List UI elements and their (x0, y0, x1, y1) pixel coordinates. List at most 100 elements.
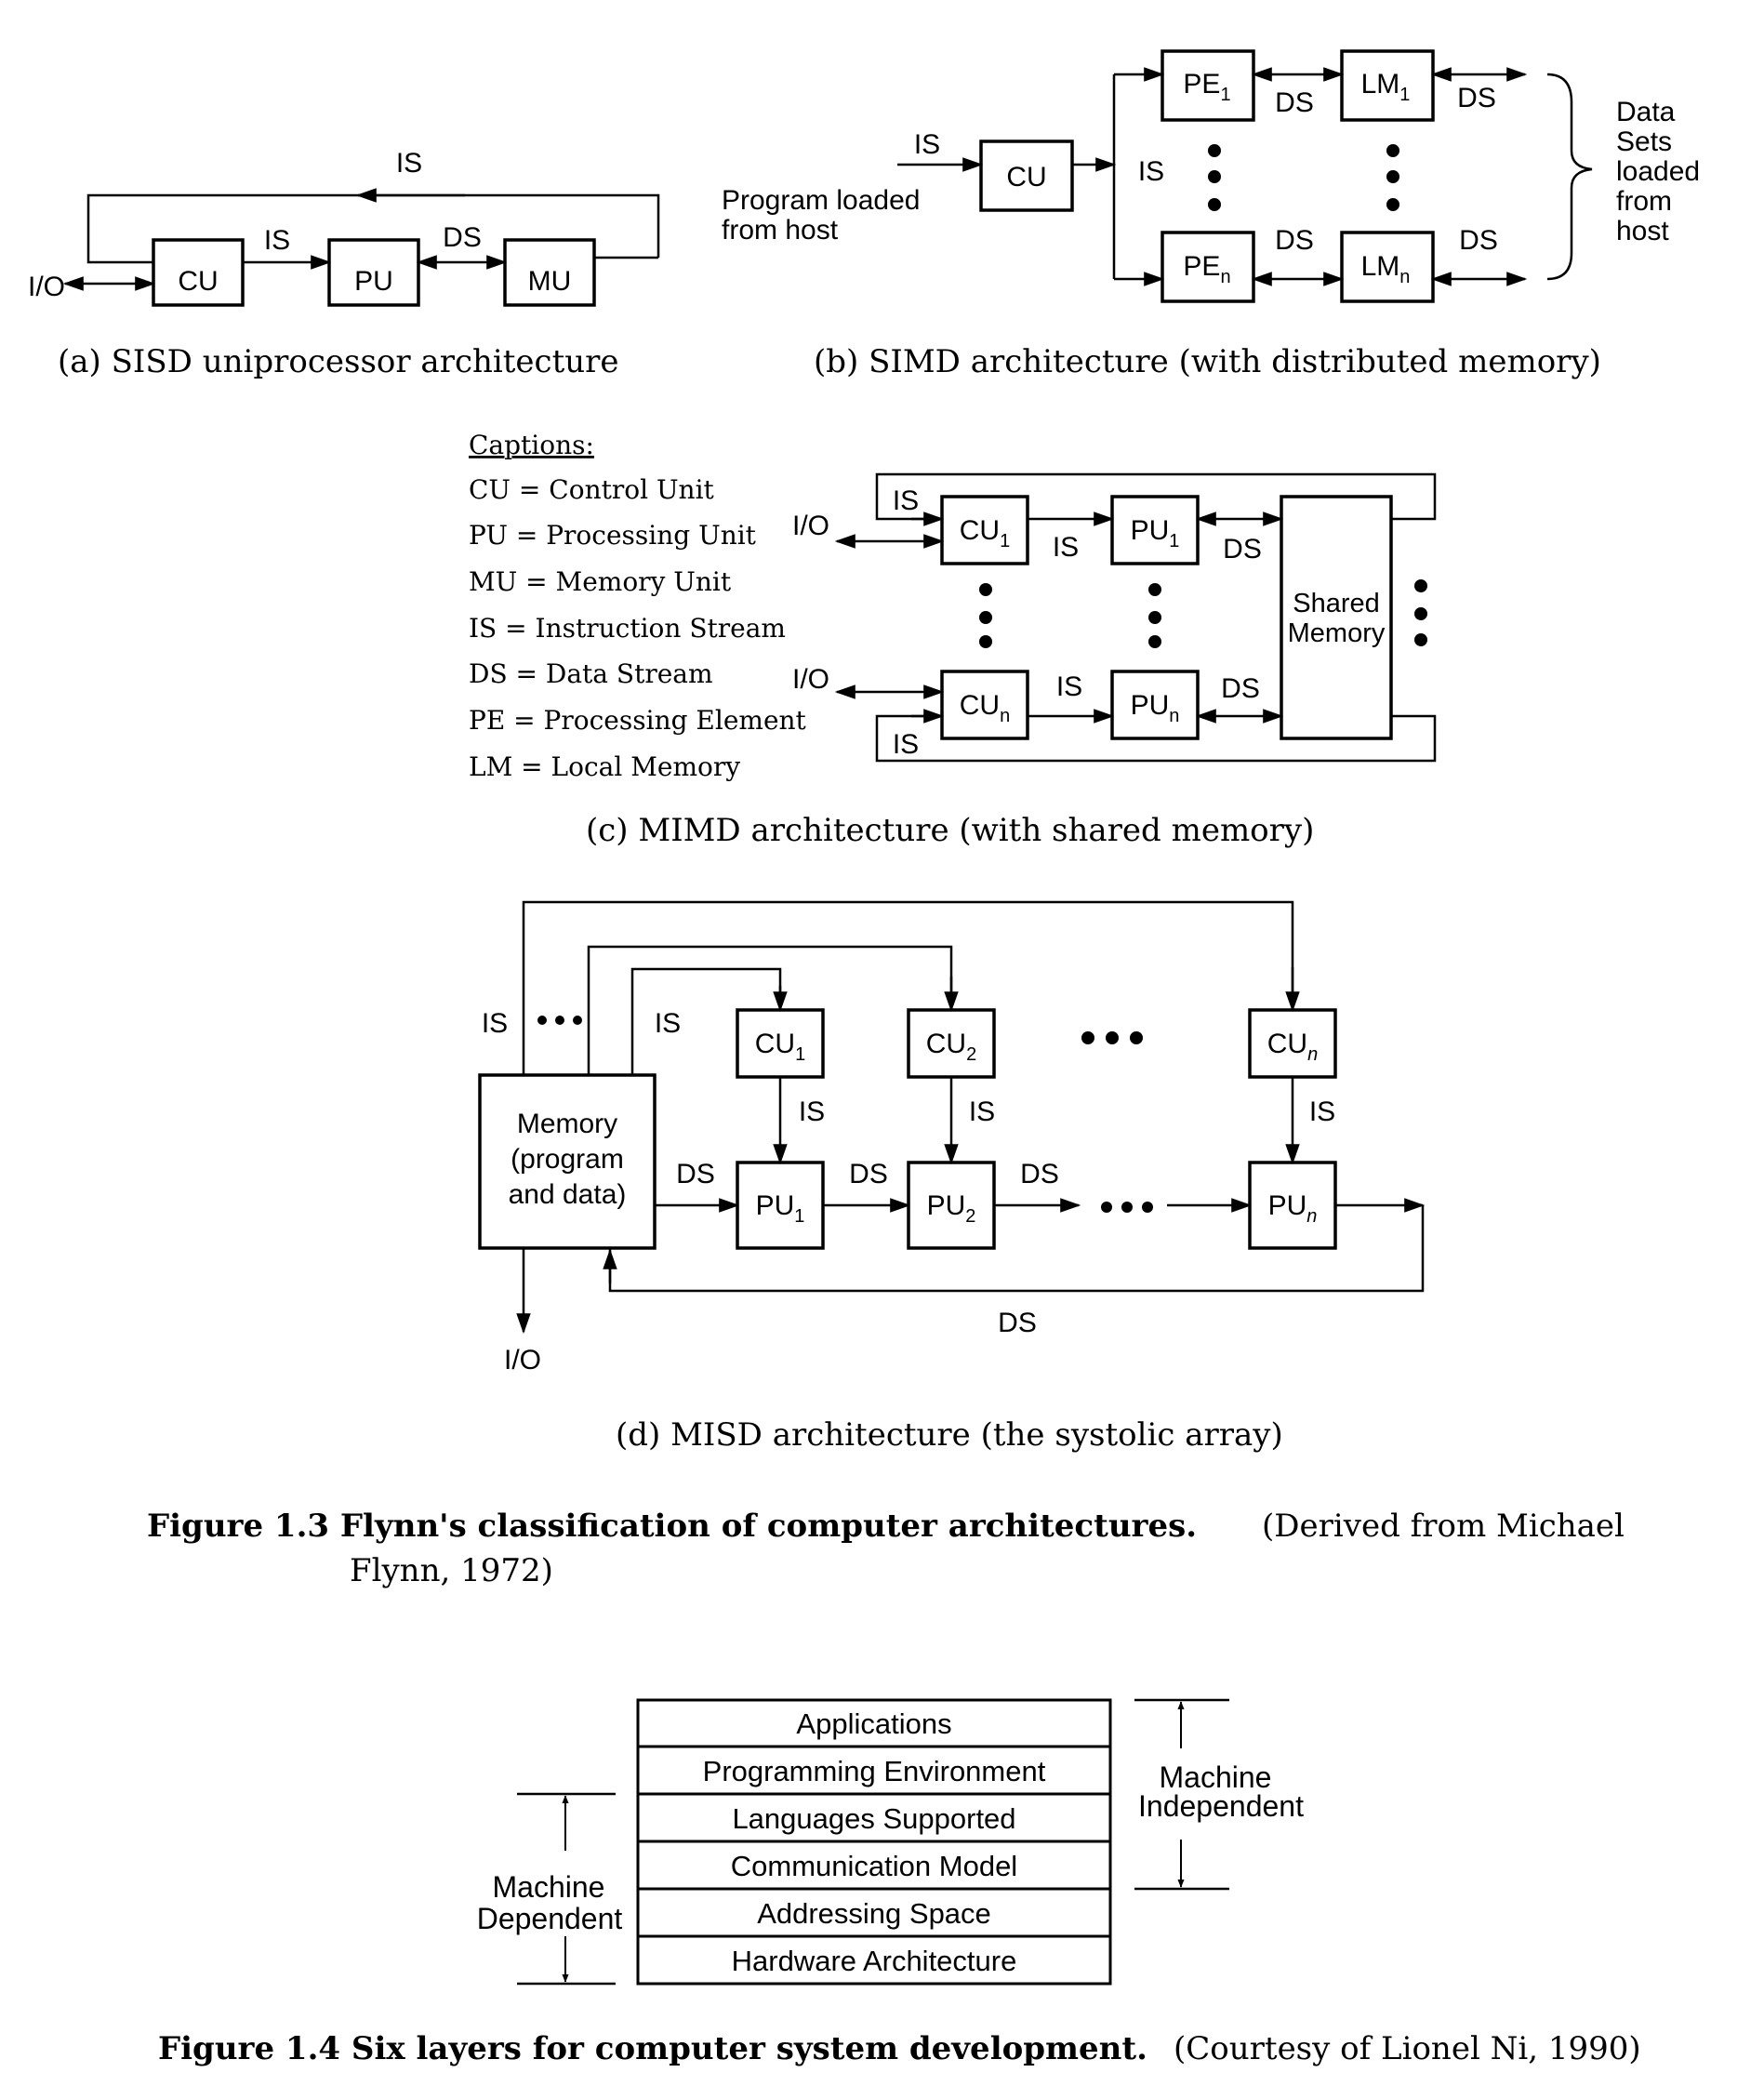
captions-legend: Captions: CU = Control Unit PU = Process… (469, 430, 807, 782)
simd-diagram (897, 49, 1593, 303)
mimd-pu1-box (1110, 495, 1200, 565)
misd-diagram (478, 900, 1426, 1335)
mimd-is-1b-label: IS (1053, 532, 1079, 563)
misd-is-vn-label: IS (1309, 1096, 1335, 1127)
misd-ds-2-label: DS (849, 1159, 888, 1189)
sisd-is-label: IS (264, 225, 290, 256)
misd-memory-label-1: Memory (517, 1109, 617, 1139)
legend-item-is: IS = Instruction Stream (469, 613, 786, 644)
simd-data-label-3: loaded (1616, 156, 1700, 187)
legend-item-lm: LM = Local Memory (469, 751, 740, 782)
mimd-is-loop-bot (875, 714, 1437, 763)
simd-program-label-2: from host (722, 215, 839, 246)
misd-memory-label-3: and data) (509, 1179, 627, 1210)
sisd-is-top-label: IS (396, 148, 422, 179)
misd-memory-box (478, 1073, 657, 1250)
figure-captions: Figure 1.3 Flynn's classification of com… (147, 1508, 1641, 2067)
mimd-io-bot-label: I/O (792, 664, 829, 695)
layer-label-1: Programming Environment (703, 1755, 1046, 1787)
simd-ds-1a-label: DS (1275, 87, 1314, 118)
layer-label-4: Addressing Space (757, 1897, 991, 1930)
misd-cun-label: CUn (1267, 1029, 1318, 1065)
simd-lm1-label: LM1 (1361, 69, 1411, 105)
misd-is-v1-label: IS (799, 1096, 825, 1127)
fig13-caption-label: Figure 1.3 Flynn's classification of com… (147, 1508, 1197, 1545)
misd-ds-3-label: DS (1020, 1159, 1059, 1189)
diagram-labels: CU PU MU IS IS DS I/O PE1 PEn LM1 LMn CU… (28, 69, 1700, 1977)
caption-b: (b) SIMD architecture (with distributed … (814, 343, 1601, 380)
simd-lm1-box (1340, 49, 1435, 122)
misd-is-bus-outer (522, 900, 1294, 1075)
mimd-cun-box (940, 670, 1029, 740)
misd-memory-label-2: (program (511, 1144, 624, 1175)
fig13-caption-source-2: Flynn, 1972) (350, 1552, 553, 1589)
layer-label-3: Communication Model (731, 1850, 1017, 1882)
simd-pe1-box (1161, 49, 1255, 122)
simd-pen-box (1161, 231, 1255, 303)
mimd-diagram (834, 472, 1437, 763)
mimd-cu1-box (940, 495, 1029, 565)
legend-item-cu: CU = Control Unit (469, 474, 715, 505)
sisd-pu-box (327, 238, 420, 307)
mimd-shared-label-1: Shared (1293, 589, 1380, 618)
simd-is-in-label: IS (914, 129, 940, 160)
simd-ds-1b-label: DS (1457, 83, 1496, 113)
captions-heading: Captions: (469, 430, 594, 460)
simd-lmn-box (1340, 231, 1435, 303)
caption-c: (c) MIMD architecture (with shared memor… (586, 812, 1314, 849)
simd-cu-box (979, 139, 1074, 212)
misd-io-label: I/O (504, 1345, 541, 1375)
misd-pu1-label: PU1 (756, 1190, 805, 1227)
machine-dependent-label-2: Dependent (477, 1902, 623, 1935)
mimd-is-na-label: IS (1056, 671, 1082, 702)
misd-cu2-label: CU2 (926, 1029, 976, 1065)
simd-data-brace (1546, 73, 1593, 281)
simd-ds-na-label: DS (1275, 225, 1314, 256)
layer-label-0: Applications (796, 1707, 951, 1740)
layer-box-5 (636, 1934, 1112, 1986)
misd-ellipsis (537, 1016, 1153, 1213)
simd-ellipsis (1208, 144, 1399, 211)
misd-ds-1-label: DS (676, 1159, 715, 1189)
layer-label-5: Hardware Architecture (732, 1945, 1017, 1977)
sisd-ds-label: DS (443, 222, 482, 253)
legend-item-pu: PU = Processing Unit (469, 520, 757, 551)
fig14-caption-label: Figure 1.4 Six layers for computer syste… (158, 2030, 1147, 2067)
simd-pe1-label: PE1 (1183, 69, 1230, 105)
misd-is-v2-label: IS (969, 1096, 995, 1127)
simd-is-mid-label: IS (1138, 156, 1164, 187)
sisd-io-label: I/O (28, 272, 65, 302)
simd-lmn-label: LMn (1361, 251, 1411, 287)
simd-ds-nb-label: DS (1459, 225, 1498, 256)
misd-pu2-label: PU2 (927, 1190, 976, 1227)
legend-item-ds: DS = Data Stream (469, 658, 713, 689)
sisd-cu-box (152, 238, 245, 307)
mimd-ds-1-label: DS (1223, 534, 1262, 565)
misd-cu1-label: CU1 (755, 1029, 805, 1065)
fig14-caption-source: (Courtesy of Lionel Ni, 1990) (1174, 2030, 1641, 2067)
mimd-cu1-label: CU1 (960, 515, 1010, 551)
machine-dependent-label-1: Machine (493, 1870, 605, 1904)
legend-item-pe: PE = Processing Element (469, 705, 807, 736)
mimd-is-nb-label: IS (893, 729, 919, 760)
mimd-pun-label: PUn (1131, 690, 1180, 726)
sisd-diagram (62, 188, 660, 307)
misd-is-left-label: IS (482, 1008, 508, 1039)
mimd-io-top-label: I/O (792, 511, 829, 541)
mimd-shared-memory-box (1280, 495, 1393, 740)
simd-program-label-1: Program loaded (722, 185, 920, 216)
sisd-is-loop (86, 193, 660, 264)
mimd-ellipsis (979, 579, 1427, 648)
sisd-pu-label: PU (354, 266, 393, 297)
mimd-pun-box (1110, 670, 1200, 740)
caption-d: (d) MISD architecture (the systolic arra… (616, 1416, 1283, 1454)
fig13-caption-source-1: (Derived from Michael (1262, 1508, 1625, 1545)
layers-diagram (517, 1698, 1229, 1986)
mimd-pu1-label: PU1 (1131, 515, 1180, 551)
mimd-is-1a-label: IS (893, 485, 919, 516)
mimd-shared-label-2: Memory (1288, 618, 1386, 648)
mimd-cun-label: CUn (960, 690, 1010, 726)
simd-data-label-2: Sets (1616, 126, 1672, 157)
